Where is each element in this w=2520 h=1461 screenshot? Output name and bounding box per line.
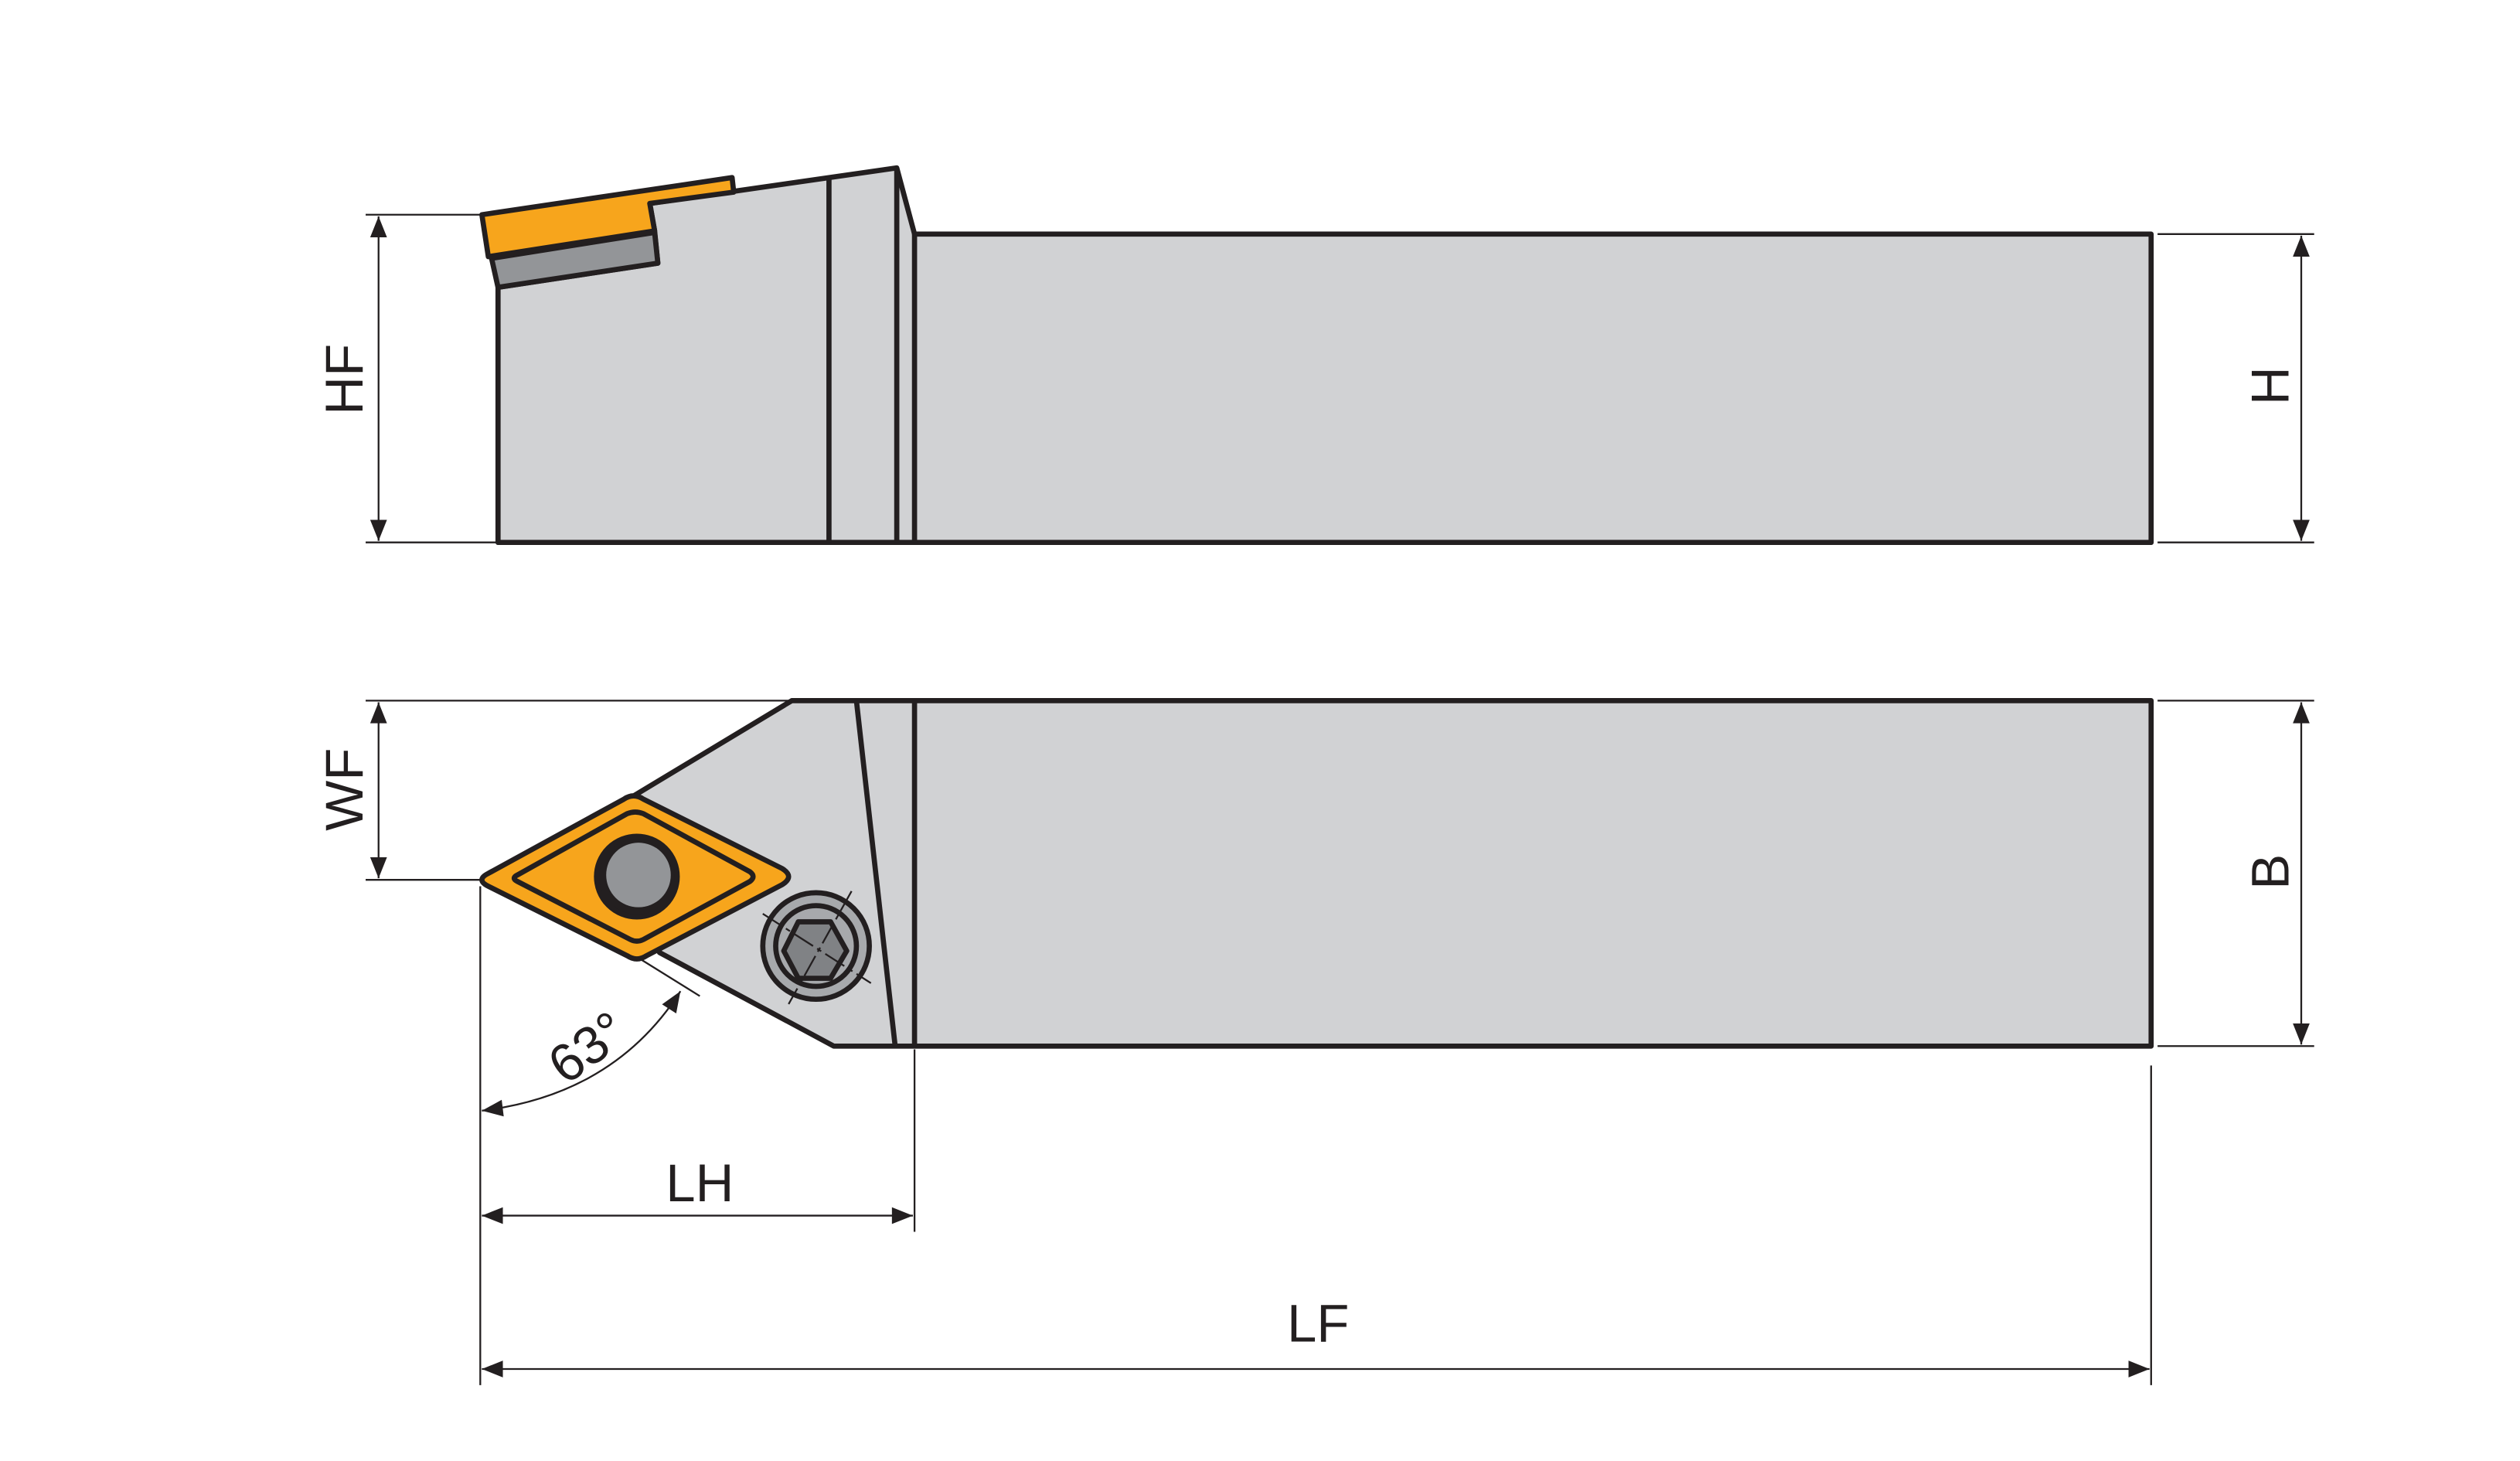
- dim-lh-label: LH: [666, 1153, 734, 1213]
- top-view: WF B 63° LH LF: [315, 698, 2314, 1385]
- dim-wf-label: WF: [315, 748, 374, 831]
- dim-h-label: H: [2240, 366, 2300, 405]
- dim-lf-label: LF: [1287, 1293, 1349, 1353]
- dim-hf-label: HF: [315, 344, 374, 415]
- insert-side: [479, 175, 737, 260]
- clamp-screw: [760, 890, 872, 1005]
- dim-b-label: B: [2240, 854, 2300, 890]
- dim-angle-label: 63°: [537, 1000, 638, 1095]
- holder-shank-side: [495, 165, 2154, 546]
- side-view: HF H: [315, 165, 2314, 546]
